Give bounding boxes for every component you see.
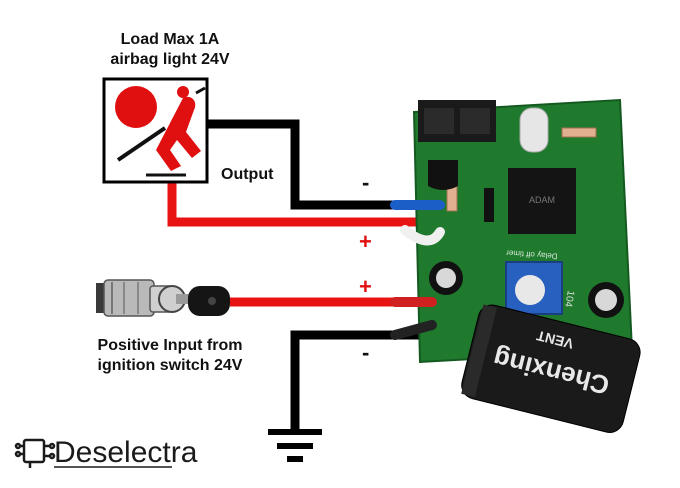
ignition-switch-icon <box>96 279 230 317</box>
ground-minus-sign: - <box>362 340 370 365</box>
load-label-line1: Load Max 1A <box>120 31 220 48</box>
load-label: Load Max 1A airbag light 24V <box>60 30 280 70</box>
output-negative-wire <box>205 119 440 210</box>
airbag-light-icon <box>102 77 209 184</box>
pcb-timer-label: Delay off timer <box>506 248 558 261</box>
input-label-line2: ignition switch 24V <box>97 357 243 374</box>
brand-name: Deselectra <box>54 436 198 469</box>
timer-module-pcb: ADAM Delay off timer 104 Chenxing VENT <box>390 98 641 433</box>
wires <box>167 119 440 430</box>
ground-symbol <box>268 429 322 462</box>
deselectra-logo-icon <box>14 438 56 468</box>
output-positive-wire <box>167 182 440 227</box>
input-plus-sign: + <box>359 274 372 299</box>
output-label: Output <box>221 166 274 183</box>
pcb-pot-label: 104 <box>562 289 576 308</box>
input-label-line1: Positive Input from <box>97 337 243 354</box>
output-plus-sign: + <box>359 229 372 254</box>
load-label-line2: airbag light 24V <box>110 51 230 68</box>
output-minus-sign: - <box>362 170 370 195</box>
input-label: Positive Input from ignition switch 24V <box>50 336 290 376</box>
pcb-chip-label: ADAM <box>529 195 555 205</box>
